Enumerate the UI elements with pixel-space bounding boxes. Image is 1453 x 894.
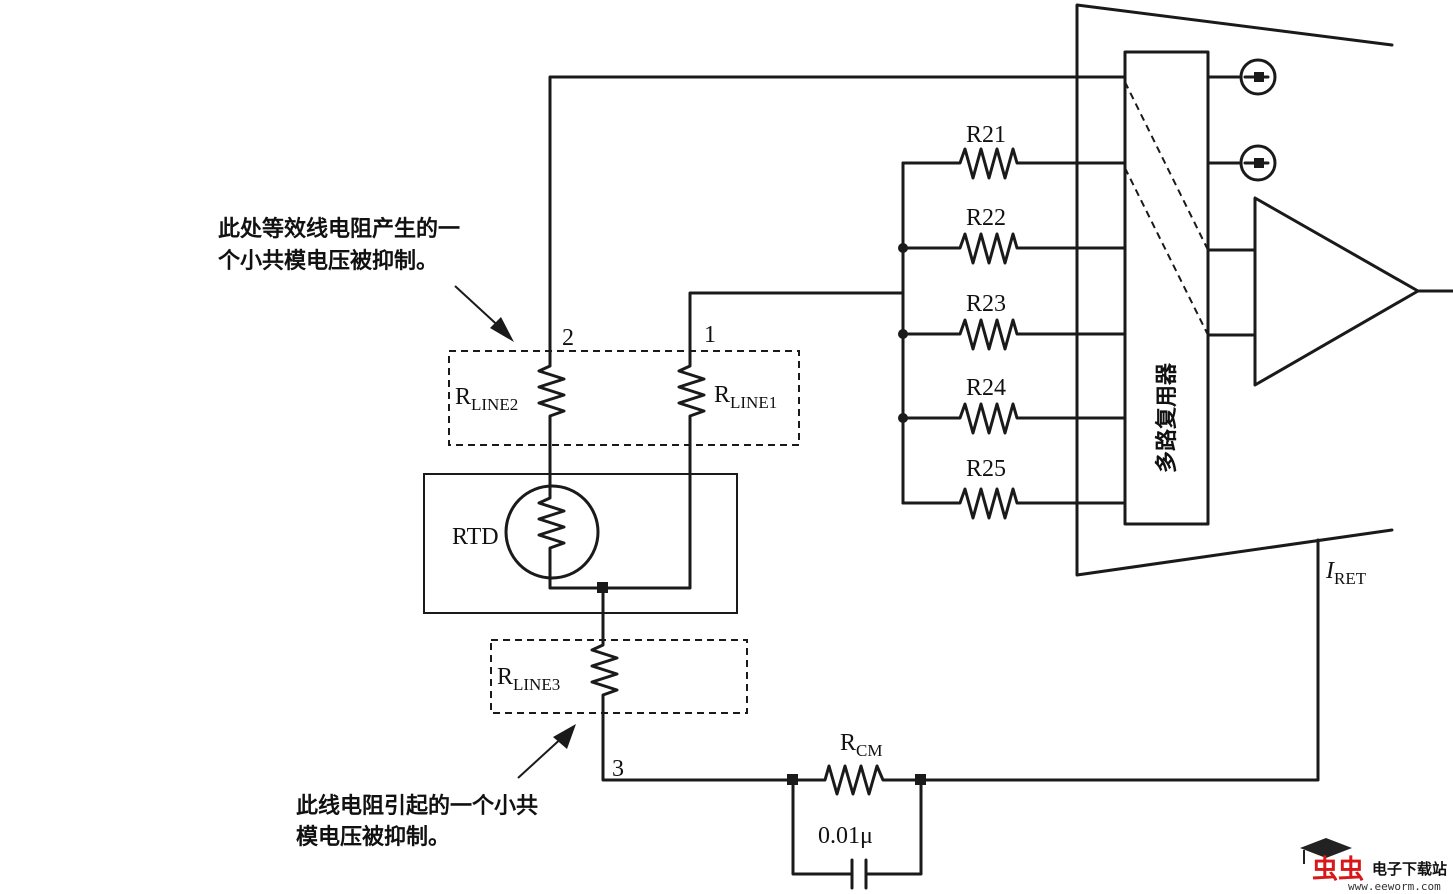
label-rline1: RLINE1 (714, 382, 777, 412)
multiplexer-box (1123, 50, 1210, 526)
wire-line1-top (688, 291, 905, 354)
amplifier-triangle (1253, 196, 1420, 387)
current-source-icon-1 (1239, 58, 1277, 96)
label-iret: IRET (1325, 558, 1367, 588)
resistor-r22 (901, 232, 1127, 265)
node-label-3: 3 (612, 756, 624, 782)
junction-dot (898, 243, 908, 253)
label-capacitor: 0.01μ (818, 823, 873, 849)
watermark-brand: 虫虫 (1312, 855, 1364, 885)
mux-switch-dash-2 (1124, 167, 1209, 336)
line-resistance-box-bottom (490, 639, 748, 714)
junction-dot (898, 413, 908, 423)
label-rcm: RCM (840, 730, 882, 760)
resistor-rline2 (537, 350, 566, 480)
annotation-arrow-top (454, 285, 514, 342)
label-r24: R24 (966, 375, 1006, 401)
current-source-icon-2 (1239, 144, 1277, 182)
note-bottom-line-1: 此线电阻引起的一个小共 (296, 793, 538, 819)
resistor-r21 (901, 147, 1127, 180)
resistor-r25 (901, 487, 1127, 520)
label-r23: R23 (966, 291, 1006, 317)
annotation-arrow-bottom (517, 724, 576, 779)
mux-switch-dash-1 (1124, 81, 1209, 251)
graduation-cap-icon (1300, 838, 1352, 858)
note-top-line-2: 个小共模电压被抑制。 (218, 249, 438, 274)
watermark-logo: 虫虫 电子下载站 www.eeworm.com (1300, 838, 1447, 893)
rtd-box (423, 473, 738, 614)
multiplexer-label: 多路复用器 (1154, 362, 1180, 473)
capacitor-wire (791, 778, 854, 876)
capacitor-wire (864, 778, 923, 876)
note-top-line-1: 此处等效线电阻产生的一 (218, 216, 460, 242)
junction-dot (898, 329, 908, 339)
label-r25: R25 (966, 456, 1006, 482)
node-label-1: 1 (704, 322, 716, 348)
rtd-resistor-icon (537, 476, 605, 590)
watermark-url: www.eeworm.com (1348, 880, 1441, 893)
resistor-r23 (901, 318, 1127, 351)
resistor-rline3 (590, 586, 795, 782)
rtd-element-circle (504, 484, 600, 580)
line-resistance-box-top (448, 350, 800, 446)
label-rline2: RLINE2 (455, 384, 518, 414)
resistor-rline1 (601, 350, 706, 590)
wire-line2-top (548, 75, 1127, 354)
label-r22: R22 (966, 205, 1006, 231)
adc-body-outline (1075, 3, 1394, 577)
watermark-site-name: 电子下载站 (1372, 860, 1447, 878)
resistor-r24 (901, 402, 1127, 435)
label-r21: R21 (966, 122, 1006, 148)
label-rtd: RTD (452, 524, 499, 550)
label-rline3: RLINE3 (497, 664, 560, 694)
node-label-2: 2 (562, 325, 574, 351)
note-bottom-line-2: 模电压被抑制。 (296, 825, 450, 850)
